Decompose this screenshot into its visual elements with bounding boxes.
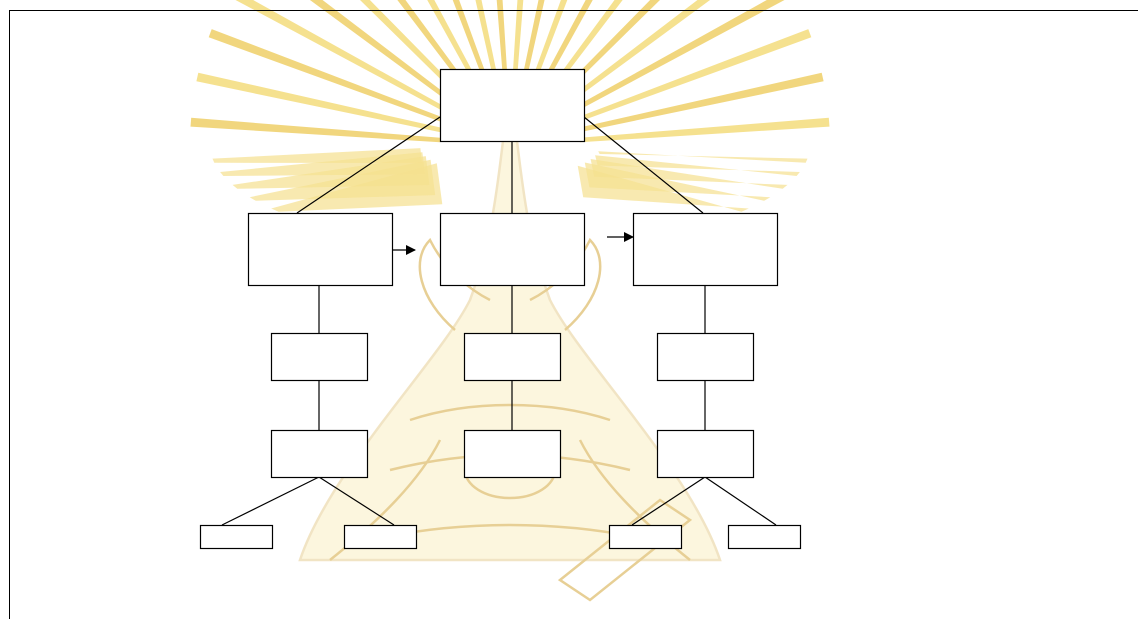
node-box bbox=[632, 212, 779, 287]
connector-line bbox=[221, 476, 320, 526]
page-border bbox=[9, 10, 1138, 619]
node-level3-right bbox=[656, 429, 755, 479]
seal-ray bbox=[190, 117, 441, 143]
node-leaf-left-b bbox=[343, 524, 418, 550]
seal-ray bbox=[570, 0, 785, 114]
seal-ray bbox=[522, 0, 545, 78]
seal-ray bbox=[235, 0, 450, 114]
node-box bbox=[727, 524, 802, 550]
node-level2-center bbox=[463, 332, 562, 382]
node-box bbox=[343, 524, 418, 550]
seal-ray bbox=[271, 163, 443, 212]
seal-ray bbox=[577, 165, 749, 212]
node-box bbox=[199, 524, 274, 550]
node-leaf-right-a bbox=[608, 524, 683, 550]
seal-ray bbox=[564, 0, 711, 105]
seal-ray bbox=[532, 0, 568, 81]
seal-ray bbox=[360, 0, 463, 98]
seal-ray bbox=[541, 0, 593, 85]
node-box bbox=[270, 332, 369, 382]
node-level1-center bbox=[439, 212, 586, 287]
seal-ray bbox=[208, 29, 446, 123]
node-box bbox=[439, 68, 586, 143]
seal-ray bbox=[496, 0, 508, 76]
seal-ray bbox=[512, 0, 524, 76]
seal-rays bbox=[190, 0, 830, 212]
seal-ray bbox=[475, 0, 498, 78]
node-box bbox=[439, 212, 586, 287]
node-root bbox=[439, 68, 586, 143]
node-box bbox=[656, 429, 755, 479]
connector-line bbox=[631, 476, 706, 526]
seal-ray bbox=[452, 0, 488, 81]
seal-ray bbox=[196, 72, 443, 133]
connector-line bbox=[318, 476, 395, 526]
node-level2-right bbox=[656, 332, 755, 382]
seal-ray bbox=[309, 0, 456, 105]
seal-ray bbox=[397, 0, 470, 91]
seal-ray bbox=[577, 72, 824, 133]
node-level1-right bbox=[632, 212, 779, 287]
node-level1-left bbox=[247, 212, 394, 287]
seal-ray bbox=[427, 0, 479, 85]
node-level3-center bbox=[463, 429, 562, 479]
seal-ray bbox=[598, 151, 808, 163]
node-box bbox=[270, 429, 369, 479]
connector-line bbox=[296, 116, 441, 214]
node-box bbox=[656, 332, 755, 382]
connector-line bbox=[704, 476, 777, 526]
seal-ray bbox=[574, 29, 812, 123]
node-level2-left bbox=[270, 332, 369, 382]
seal-ray bbox=[550, 0, 623, 91]
node-layer bbox=[199, 68, 802, 550]
node-box bbox=[247, 212, 394, 287]
node-leaf-left-a bbox=[199, 524, 274, 550]
node-box bbox=[608, 524, 683, 550]
node-box bbox=[463, 332, 562, 382]
seal-ray bbox=[595, 155, 800, 176]
connector-layer bbox=[221, 116, 777, 526]
node-level3-left bbox=[270, 429, 369, 479]
seal-ray bbox=[579, 117, 830, 143]
page-frame bbox=[9, 10, 1138, 619]
connector-line bbox=[583, 116, 704, 214]
node-leaf-right-b bbox=[727, 524, 802, 550]
node-box bbox=[463, 429, 562, 479]
